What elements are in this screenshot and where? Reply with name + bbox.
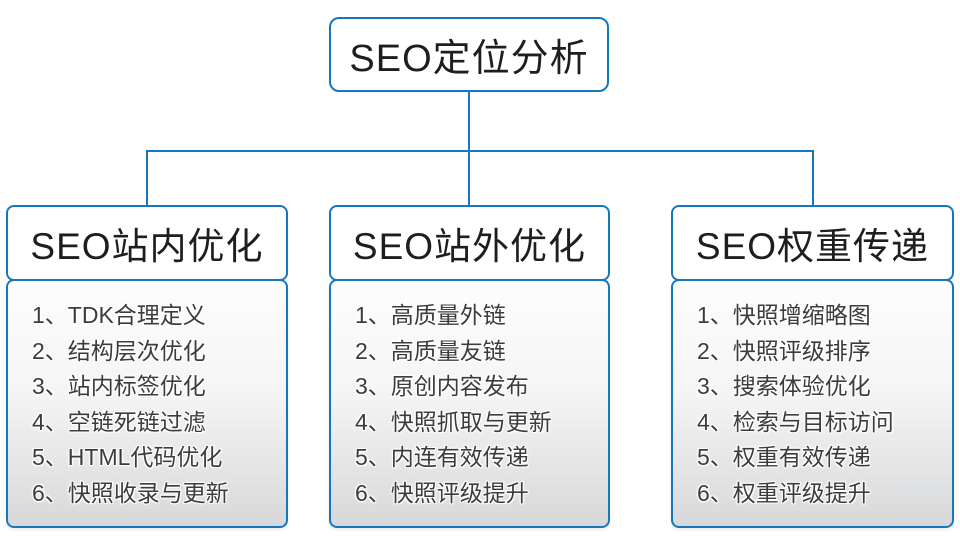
column-panel-weight: 1、快照增缩略图 2、快照评级排序 3、搜索体验优化 4、检索与目标访问 5、权… bbox=[671, 279, 954, 528]
list-item: 4、检索与目标访问 bbox=[697, 408, 894, 435]
column-weight-transfer: SEO权重传递 1、快照增缩略图 2、快照评级排序 3、搜索体验优化 4、检索与… bbox=[671, 205, 954, 528]
connector-horizontal-bar bbox=[146, 150, 814, 152]
item-list-onsite: 1、TDK合理定义 2、结构层次优化 3、站内标签优化 4、空链死链过滤 5、H… bbox=[32, 298, 276, 511]
connector-root-stem bbox=[468, 92, 470, 152]
list-item: 6、权重评级提升 bbox=[697, 479, 871, 506]
column-panel-offsite: 1、高质量外链 2、高质量友链 3、原创内容发布 4、快照抓取与更新 5、内连有… bbox=[329, 279, 610, 528]
column-panel-onsite: 1、TDK合理定义 2、结构层次优化 3、站内标签优化 4、空链死链过滤 5、H… bbox=[6, 279, 288, 528]
item-list-offsite: 1、高质量外链 2、高质量友链 3、原创内容发布 4、快照抓取与更新 5、内连有… bbox=[355, 298, 598, 511]
list-item: 2、结构层次优化 bbox=[32, 337, 206, 364]
column-offsite-optimization: SEO站外优化 1、高质量外链 2、高质量友链 3、原创内容发布 4、快照抓取与… bbox=[329, 205, 610, 528]
item-list-weight: 1、快照增缩略图 2、快照评级排序 3、搜索体验优化 4、检索与目标访问 5、权… bbox=[697, 298, 942, 511]
list-item: 2、高质量友链 bbox=[355, 337, 506, 364]
list-item: 1、高质量外链 bbox=[355, 302, 506, 328]
list-item: 6、快照评级提升 bbox=[355, 479, 529, 506]
column-header-title: SEO站外优化 bbox=[352, 226, 587, 267]
list-item: 4、快照抓取与更新 bbox=[355, 408, 552, 435]
list-item: 4、空链死链过滤 bbox=[32, 408, 206, 435]
column-header-offsite: SEO站外优化 bbox=[329, 205, 610, 281]
list-item: 1、TDK合理定义 bbox=[32, 302, 206, 328]
connector-middle-drop bbox=[468, 150, 470, 207]
list-item: 6、快照收录与更新 bbox=[32, 479, 229, 506]
list-item: 5、内连有效传递 bbox=[355, 444, 529, 470]
connector-left-drop bbox=[146, 150, 148, 207]
root-node-title: SEO定位分析 bbox=[349, 38, 589, 80]
list-item: 2、快照评级排序 bbox=[697, 337, 871, 364]
list-item: 3、搜索体验优化 bbox=[697, 373, 871, 399]
column-header-title: SEO站内优化 bbox=[30, 226, 264, 267]
list-item: 3、站内标签优化 bbox=[32, 373, 206, 399]
list-item: 5、权重有效传递 bbox=[697, 444, 871, 470]
list-item: 3、原创内容发布 bbox=[355, 373, 529, 399]
column-onsite-optimization: SEO站内优化 1、TDK合理定义 2、结构层次优化 3、站内标签优化 4、空链… bbox=[6, 205, 288, 528]
column-header-title: SEO权重传递 bbox=[695, 226, 930, 267]
column-header-onsite: SEO站内优化 bbox=[6, 205, 288, 281]
connector-right-drop bbox=[812, 150, 814, 207]
list-item: 5、HTML代码优化 bbox=[32, 444, 223, 470]
root-node-seo-positioning-analysis: SEO定位分析 bbox=[329, 17, 609, 92]
list-item: 1、快照增缩略图 bbox=[697, 302, 871, 328]
column-header-weight: SEO权重传递 bbox=[671, 205, 954, 281]
